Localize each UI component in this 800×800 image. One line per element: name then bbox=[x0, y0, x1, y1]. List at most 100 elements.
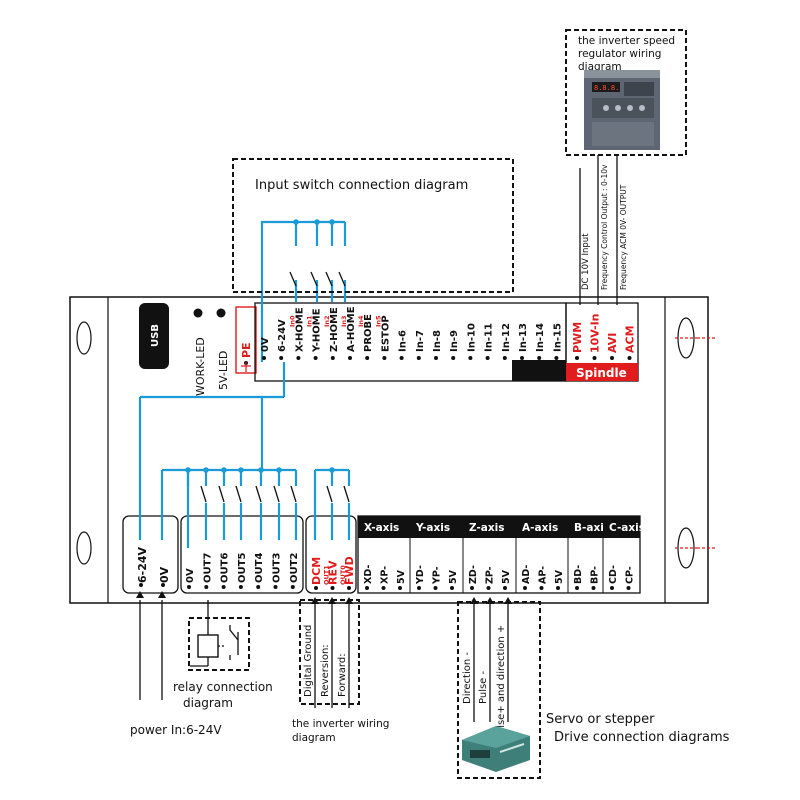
spindle-wire-freq-acm: Frequency ACM 0V- OUTPUT bbox=[619, 184, 628, 290]
input-terminal-label: 6-24V bbox=[277, 319, 288, 352]
input-terminal-prefix: In4 bbox=[357, 315, 365, 327]
axis-pin-label: 5V bbox=[554, 569, 565, 584]
output-terminal-dot bbox=[187, 585, 191, 589]
input-terminal-label: In-10 bbox=[466, 323, 477, 352]
axis-pin-dot bbox=[486, 586, 491, 590]
output-terminal-label: OUT7 bbox=[202, 553, 213, 583]
inverter-wiring-caption-line2: diagram bbox=[292, 732, 336, 744]
terminal-dot bbox=[468, 356, 473, 360]
axis-header-label: X-axis bbox=[364, 522, 399, 534]
usb-port: USB bbox=[139, 303, 169, 369]
axis-pin-dot bbox=[417, 586, 421, 590]
driver-wire-pulse-direction-plus: Pulse+ and direction + bbox=[496, 625, 507, 740]
inverter-terminal-label: DCM bbox=[310, 557, 323, 585]
axis-header-bg bbox=[410, 516, 463, 538]
axis-header-label: C-axis bbox=[609, 522, 645, 534]
power-terminal-dot bbox=[161, 583, 165, 587]
input-terminal-label: In-14 bbox=[535, 323, 546, 352]
mount-hole-left-top bbox=[76, 321, 92, 355]
spindle-terminal-label: 10V-In bbox=[589, 313, 602, 353]
relay-caption-line2: diagram bbox=[183, 696, 233, 710]
spindle-label: Spindle bbox=[576, 366, 627, 380]
input-terminal-label: In-15 bbox=[552, 323, 563, 352]
servo-driver-diagram: Direction - Pulse - Pulse+ and direction… bbox=[457, 597, 730, 779]
axis-pin-dot bbox=[381, 586, 386, 590]
axis-pin-dot bbox=[591, 586, 596, 590]
axis-pin-label: CP- bbox=[625, 566, 636, 584]
input-terminal-label: X-HOME bbox=[294, 307, 305, 352]
output-terminal-dot bbox=[256, 585, 261, 589]
terminal-dot bbox=[434, 356, 438, 360]
axis-pin-dot bbox=[626, 586, 631, 590]
inverter-terminal-sub: OUT1 bbox=[323, 565, 331, 585]
axis-pin-label: ZP- bbox=[485, 566, 496, 584]
input-terminal-label: In-12 bbox=[501, 323, 512, 352]
input-terminal-label: In-13 bbox=[518, 323, 529, 352]
axis-pin-dot bbox=[450, 586, 454, 590]
terminal-dot bbox=[554, 356, 559, 360]
stepper-driver-image bbox=[462, 726, 530, 772]
axis-pin-label: 5V bbox=[448, 569, 459, 584]
inverter-wiring-caption-line1: the inverter wiring bbox=[292, 718, 389, 730]
axis-pin-label: AP- bbox=[538, 566, 549, 584]
axis-pin-dot bbox=[365, 586, 369, 590]
power-terminal-label: 6-24V bbox=[136, 546, 149, 583]
input-terminal-label: Z-HOME bbox=[329, 307, 340, 352]
terminal-dot bbox=[502, 356, 507, 360]
axis-header-label: A-axis bbox=[522, 522, 558, 534]
axis-pin-dot bbox=[398, 586, 402, 590]
spindle-terminal-label: AVI bbox=[606, 333, 619, 353]
axis-header-bg bbox=[568, 516, 603, 538]
axis-pin-dot bbox=[610, 586, 614, 590]
spindle-terminal-label: PWM bbox=[571, 322, 584, 353]
terminal-strip-black-end bbox=[512, 360, 566, 381]
axis-pin-dot bbox=[503, 586, 507, 590]
svg-text:8.8.8.: 8.8.8. bbox=[594, 84, 619, 92]
inverter-speed-caption-line1: the inverter speed bbox=[578, 35, 675, 47]
axis-pin-label: XP- bbox=[380, 566, 391, 584]
axis-pin-label: 5V bbox=[396, 569, 407, 584]
inverter-terminal-label: FWD bbox=[343, 556, 356, 585]
power-input-wires: power In:6-24V bbox=[130, 591, 222, 737]
terminal-dot bbox=[382, 356, 387, 360]
axis-pin-label: CD- bbox=[608, 565, 619, 584]
inverter-terminal-label: REV bbox=[327, 560, 340, 585]
terminal-dot bbox=[399, 356, 404, 360]
output-terminal-dot bbox=[221, 585, 226, 589]
axis-pin-label: 5V bbox=[501, 569, 512, 584]
servo-caption-line2: Drive connection diagrams bbox=[554, 730, 730, 745]
axis-pin-dot bbox=[523, 586, 527, 590]
inverter-terminal-dot bbox=[347, 586, 351, 590]
output-terminal-dot bbox=[273, 585, 278, 589]
axis-pin-label: BD- bbox=[573, 565, 584, 584]
input-terminal-label: In-7 bbox=[415, 330, 426, 352]
axis-header-bg bbox=[358, 516, 410, 538]
controller-board bbox=[69, 296, 715, 604]
output-terminal-label: OUT5 bbox=[237, 553, 248, 583]
spindle-terminal-dot bbox=[575, 356, 579, 360]
inverter-wire-digital-ground: Digital Ground bbox=[303, 625, 314, 697]
output-terminal-label: OUT4 bbox=[254, 553, 265, 583]
spindle-wire-freq-control: Frequency Control Output : 0-10v bbox=[600, 164, 609, 290]
input-terminal-prefix: In2 bbox=[323, 315, 331, 327]
inverter-wiring-diagram: Digital Ground Reversion: Forward: the i… bbox=[292, 597, 389, 744]
spindle-terminal-dot bbox=[610, 356, 614, 360]
axis-pin-label: XD- bbox=[363, 565, 374, 584]
inverter-terminal-dot bbox=[330, 586, 335, 590]
switch-symbols bbox=[200, 271, 350, 503]
usb-label: USB bbox=[150, 324, 161, 347]
input-terminal-label: PROBE bbox=[363, 314, 374, 352]
input-terminal-label: In-11 bbox=[484, 323, 495, 352]
driver-wire-direction: Direction - bbox=[462, 652, 473, 704]
input-terminal-label: Y-HOME bbox=[312, 308, 323, 353]
axis-header-bg bbox=[603, 516, 640, 538]
output-terminal-dot bbox=[238, 585, 243, 589]
terminal-dot bbox=[537, 356, 542, 360]
inverter-speed-diagram: the inverter speed regulator wiring diag… bbox=[565, 29, 687, 305]
power-terminal-label: 0V bbox=[158, 566, 171, 583]
spindle-terminal-block: Spindle bbox=[565, 302, 639, 382]
axis-header-bg bbox=[516, 516, 568, 538]
relay-caption-line1: relay connection bbox=[173, 680, 273, 694]
